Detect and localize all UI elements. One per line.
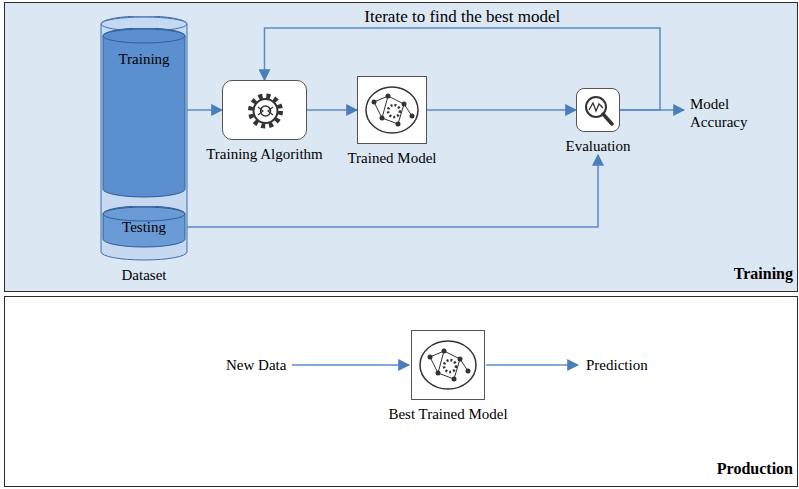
- section-label: Testing: [122, 218, 166, 236]
- flow-arrow: [307, 109, 357, 111]
- flow-arrow: [186, 109, 222, 111]
- model-box: Trained Model: [357, 76, 427, 167]
- brain-icon: [358, 77, 426, 143]
- new-data-arrow: [292, 364, 409, 366]
- flow-label: Prediction: [586, 356, 648, 374]
- gear-icon: [223, 81, 308, 141]
- node-label: Training Algorithm: [206, 145, 323, 163]
- evaluation-box: Evaluation: [576, 88, 620, 155]
- section-label: Training: [118, 50, 169, 68]
- icon-box: [411, 330, 485, 400]
- training-split: Training: [102, 28, 186, 198]
- node-label: Trained Model: [347, 149, 436, 167]
- dataset-cylinder: Dataset TrainingTesting: [100, 16, 188, 284]
- icon-box: [576, 88, 620, 132]
- flow-label: New Data: [226, 356, 286, 374]
- algorithm-box: Training Algorithm: [222, 80, 307, 163]
- production-ground: [5, 297, 798, 487]
- panel-title: Production: [717, 459, 793, 478]
- icon-box: [357, 76, 427, 144]
- node-label: Best Trained Model: [388, 405, 507, 423]
- edge-label: Iterate to find the best model: [361, 7, 563, 27]
- panel-title: Training: [734, 264, 793, 283]
- testing-split: Testing: [102, 206, 186, 248]
- prediction-arrow: [486, 364, 578, 366]
- training-panel: TrainingDatasetTrainingTestingTraining A…: [4, 2, 798, 292]
- training-ground: [5, 3, 798, 292]
- node-label: Dataset: [122, 266, 167, 284]
- node-label: Evaluation: [566, 137, 631, 155]
- icon-box: [222, 80, 307, 140]
- best-model-box: Best Trained Model: [411, 330, 485, 423]
- production-panel: Production Best Trained Model: [4, 296, 798, 487]
- flow-arrow: [427, 109, 576, 111]
- flow-label: Model Accuracy: [690, 95, 778, 131]
- magnifier-icon: [577, 89, 621, 133]
- brain-icon: [412, 331, 484, 399]
